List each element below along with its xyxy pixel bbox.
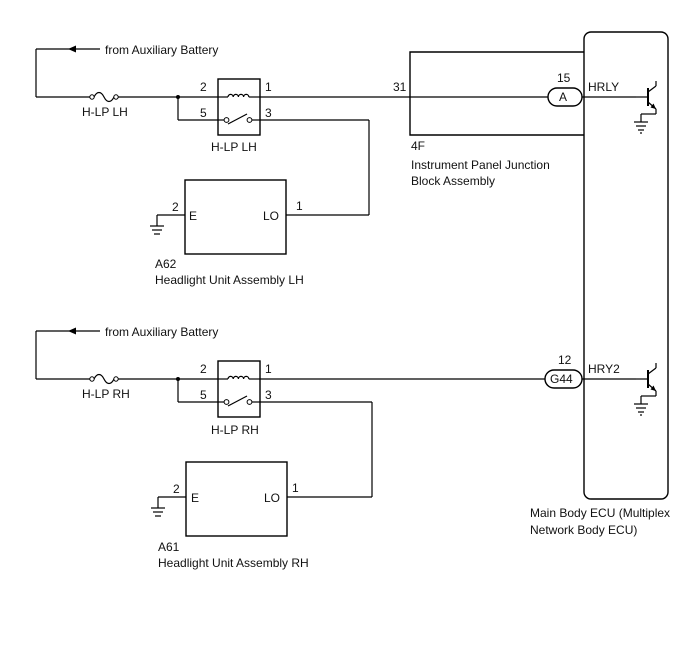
- main-body-ecu: Main Body ECU (Multiplex Network Body EC…: [530, 31, 670, 537]
- relay-lh-pin-1: 1: [265, 80, 272, 94]
- headlight-lh-code: A62: [155, 257, 177, 271]
- relay-rh-pin-3: 3: [265, 388, 272, 402]
- headlight-lh-lo-pin: 1: [296, 199, 303, 213]
- ground-icon: [151, 497, 165, 517]
- fuse-rh-label: H-LP RH: [82, 387, 130, 401]
- transistor-icon: [636, 363, 657, 404]
- battery-source-arrow-lower: [36, 327, 100, 335]
- headlight-rh-lo-pin: 1: [292, 481, 299, 495]
- signal-hrly: HRLY: [588, 80, 619, 94]
- connector-g44-pin: 12: [558, 353, 572, 367]
- ecu-name-line2: Network Body ECU): [530, 523, 637, 537]
- junction-block-name-line1: Instrument Panel Junction: [411, 158, 550, 172]
- relay-rh-pin-2: 2: [200, 362, 207, 376]
- ecu-name-line1: Main Body ECU (Multiplex: [530, 506, 670, 520]
- fuse-rh: [89, 373, 119, 385]
- upper-circuit-lh: from Auxiliary Battery H-LP LH 2 5: [35, 43, 548, 287]
- battery-source-label-upper: from Auxiliary Battery: [105, 43, 218, 57]
- fuse-lh: [89, 91, 119, 103]
- headlight-lh-lo-label: LO: [263, 209, 279, 223]
- headlight-rh-lo-label: LO: [264, 491, 280, 505]
- relay-rh-pin-5: 5: [200, 388, 207, 402]
- headlight-unit-rh: [185, 461, 288, 537]
- ground-icon: [634, 121, 648, 134]
- headlight-lh-e-label: E: [189, 209, 197, 223]
- signal-hry2: HRY2: [588, 362, 620, 376]
- headlight-rh-e-label: E: [191, 491, 199, 505]
- junction-block-connector-id: 4F: [411, 139, 425, 153]
- relay-rh-label: H-LP RH: [211, 423, 259, 437]
- junction-block-name-line2: Block Assembly: [411, 174, 495, 188]
- headlight-rh-e-pin: 2: [173, 482, 180, 496]
- fuse-lh-label: H-LP LH: [82, 105, 128, 119]
- relay-lh-pin-5: 5: [200, 106, 207, 120]
- headlight-rh-code: A61: [158, 540, 180, 554]
- relay-lh-pin-2: 2: [200, 80, 207, 94]
- relay-lh: [217, 78, 261, 136]
- transistor-icon: [636, 81, 657, 122]
- battery-source-arrow-upper: [36, 45, 100, 53]
- connector-a-label: A: [559, 90, 567, 104]
- junction-block-pin: 31: [393, 80, 407, 94]
- headlight-lh-name: Headlight Unit Assembly LH: [155, 273, 304, 287]
- ground-icon: [634, 403, 648, 416]
- battery-source-label-lower: from Auxiliary Battery: [105, 325, 218, 339]
- relay-lh-pin-3: 3: [265, 106, 272, 120]
- ground-icon: [150, 215, 164, 235]
- headlight-unit-lh: [184, 179, 287, 255]
- junction-block: 4F Instrument Panel Junction Block Assem…: [409, 51, 584, 188]
- relay-lh-label: H-LP LH: [211, 140, 257, 154]
- relay-rh: [217, 360, 261, 418]
- lower-circuit-rh: from Auxiliary Battery H-LP RH 2 5 1 3: [35, 325, 545, 570]
- relay-rh-pin-1: 1: [265, 362, 272, 376]
- connector-a-pin: 15: [557, 71, 571, 85]
- headlight-rh-name: Headlight Unit Assembly RH: [158, 556, 309, 570]
- connector-g44-label: G44: [550, 372, 573, 386]
- headlight-lh-e-pin: 2: [172, 200, 179, 214]
